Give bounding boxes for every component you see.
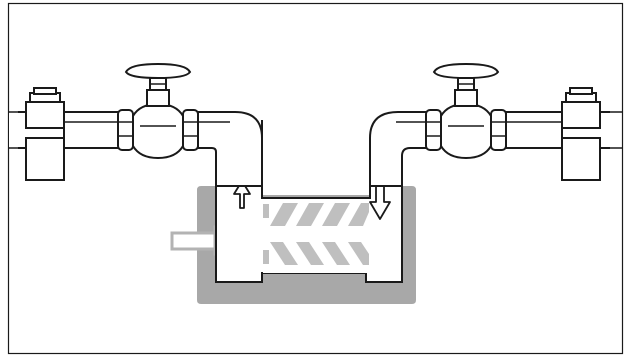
pump-rotor: [263, 203, 369, 265]
inlet-valve: [117, 62, 199, 160]
pipeline-right: [505, 87, 622, 181]
inlet-elbow-pipe: [197, 111, 263, 187]
outlet-valve: [425, 62, 507, 160]
up-arrow-icon: [233, 180, 251, 209]
pipeline-left: [9, 87, 121, 181]
